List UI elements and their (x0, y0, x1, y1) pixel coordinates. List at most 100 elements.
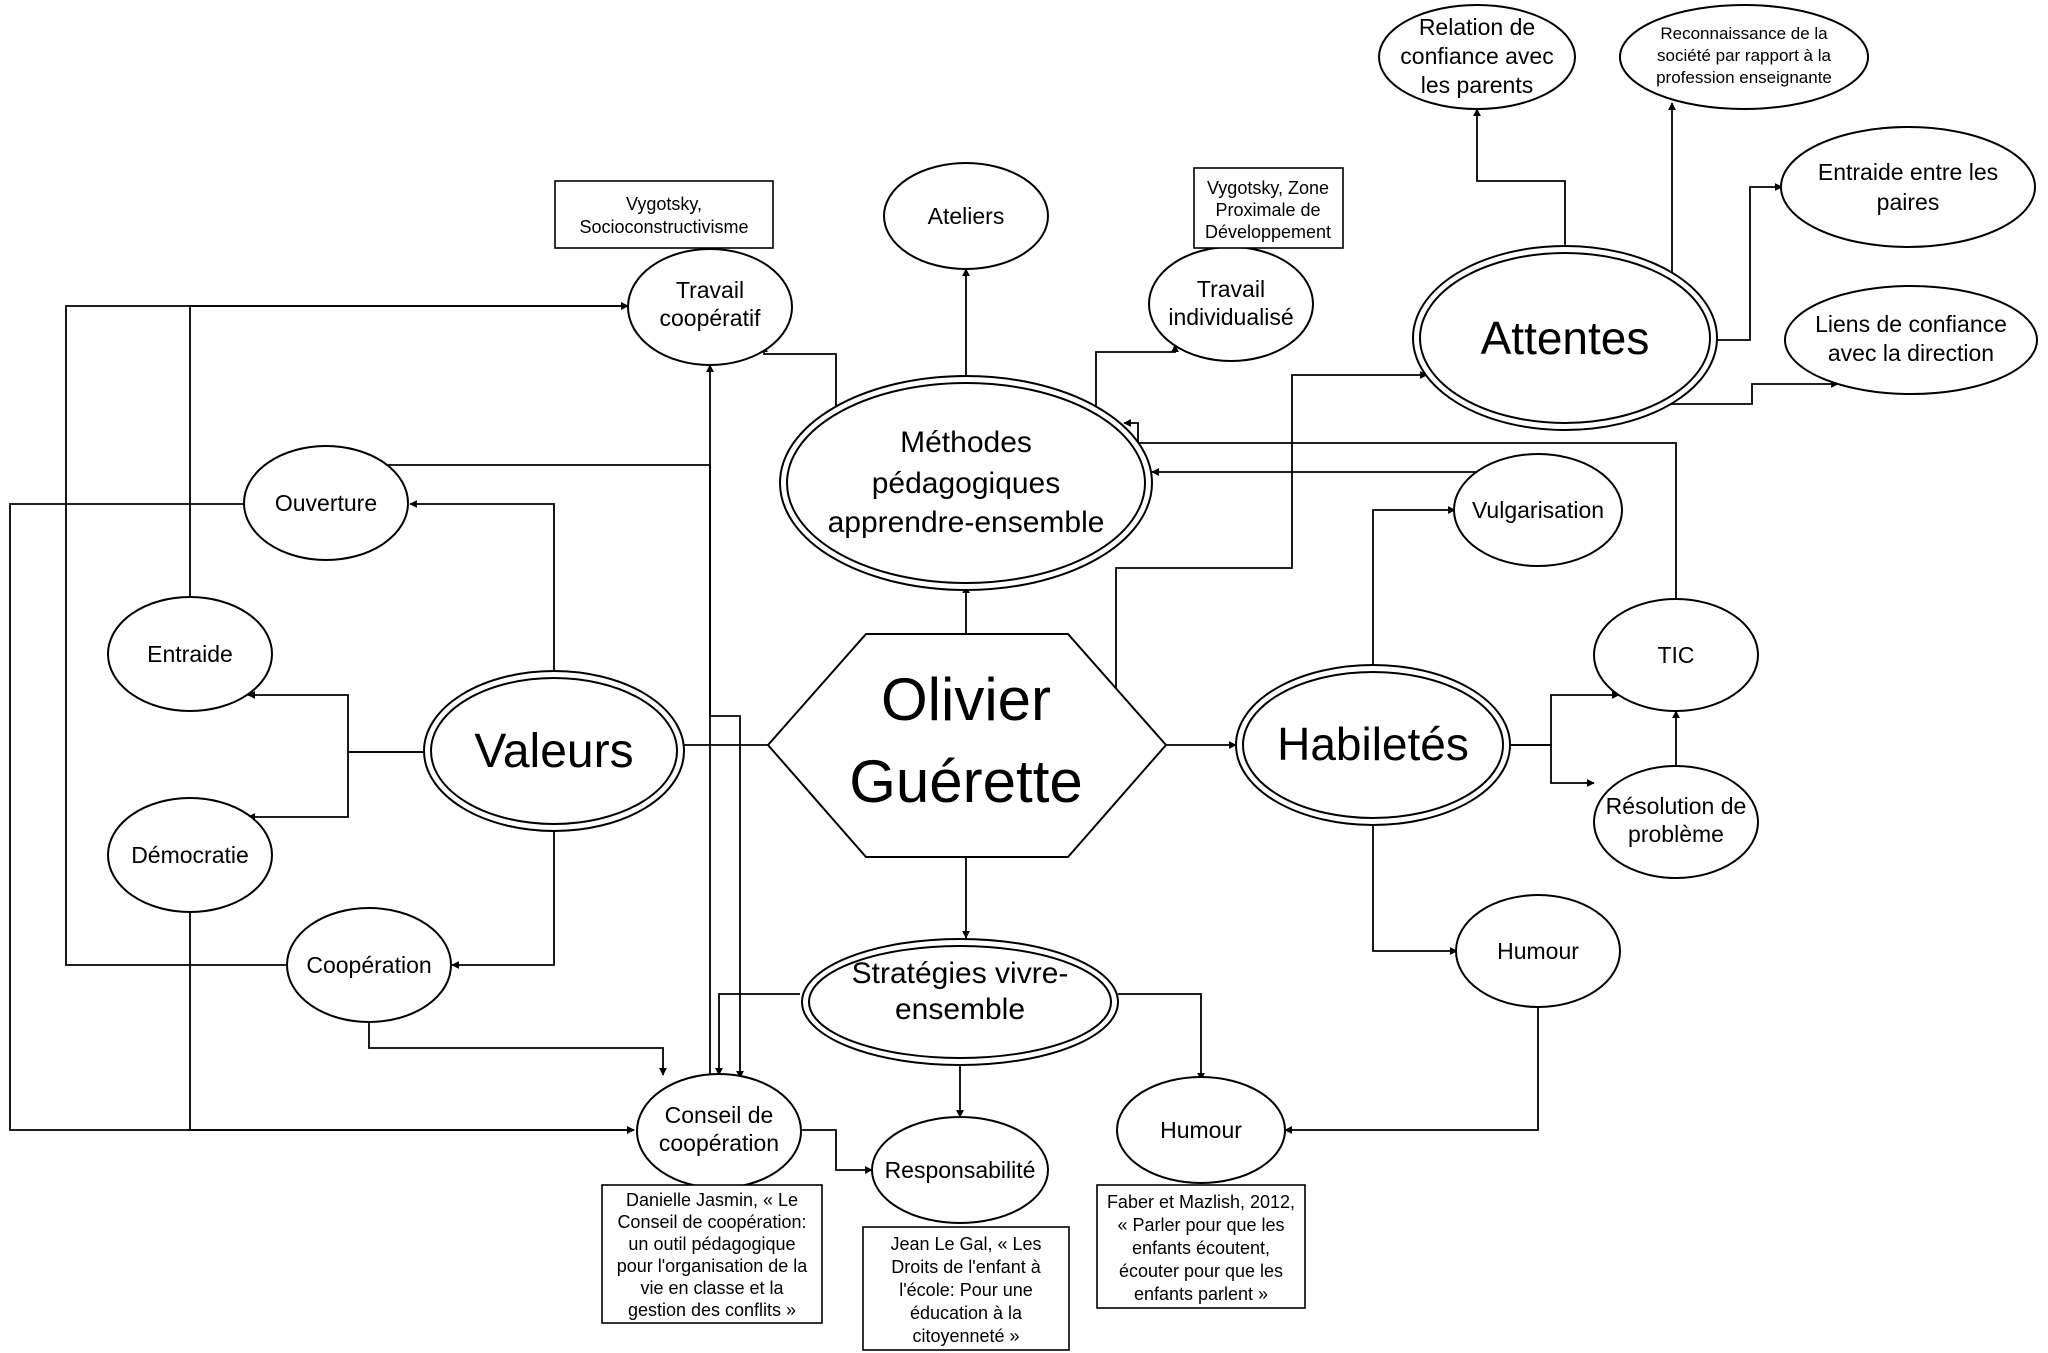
svg-text:Proximale de: Proximale de (1215, 200, 1320, 220)
conseil-label-2: coopération (659, 1130, 779, 1156)
node-tic[interactable]: TIC (1593, 598, 1759, 712)
methodes-label-2: pédagogiques (872, 467, 1061, 500)
node-ateliers[interactable]: Ateliers (883, 162, 1049, 270)
ref-jasmin: Danielle Jasmin, « Le Conseil de coopéra… (601, 1184, 823, 1324)
edge-conseil-responsabilite (798, 1129, 873, 1174)
conseil-label-1: Conseil de (665, 1102, 774, 1128)
edge-attentes-relation-parents (1473, 108, 1566, 250)
entraide-label: Entraide (147, 641, 233, 667)
svg-text:Faber et Mazlish, 2012,: Faber et Mazlish, 2012, (1107, 1192, 1295, 1212)
entraide-paires-label-2: paires (1877, 189, 1940, 215)
edge-strategies-humour (1118, 993, 1205, 1081)
edge-entraide-travail-cooperatif (189, 302, 629, 614)
svg-text:Danielle Jasmin, « Le: Danielle Jasmin, « Le (626, 1190, 798, 1210)
center-label-line1: Olivier (881, 666, 1051, 733)
node-methodes[interactable]: Méthodes pédagogiques apprendre-ensemble (779, 375, 1153, 591)
node-attentes[interactable]: Attentes (1412, 245, 1718, 431)
ref-vygotsky-socioconstructivisme: Vygotsky, Socioconstructivisme (554, 180, 774, 249)
svg-text:l'école: Pour une: l'école: Pour une (899, 1280, 1033, 1300)
node-conseil[interactable]: Conseil de coopération (636, 1073, 802, 1189)
methodes-label-1: Méthodes (900, 426, 1032, 459)
humour-habiletes-label: Humour (1497, 938, 1579, 964)
attentes-label: Attentes (1481, 312, 1650, 364)
node-entraide[interactable]: Entraide (107, 596, 273, 712)
travail-cooperatif-label-2: coopératif (659, 305, 761, 331)
svg-text:Jean Le Gal, « Les: Jean Le Gal, « Les (890, 1234, 1041, 1254)
node-valeurs[interactable]: Valeurs (423, 670, 685, 832)
svg-text:citoyenneté »: citoyenneté » (912, 1326, 1019, 1346)
node-entraide-paires[interactable]: Entraide entre les paires (1780, 126, 2036, 248)
node-cooperation[interactable]: Coopération (286, 907, 452, 1023)
liens-direction-label-2: avec la direction (1828, 340, 1994, 366)
node-habiletes[interactable]: Habiletés (1235, 664, 1511, 826)
svg-text:pour l'organisation de la: pour l'organisation de la (617, 1256, 809, 1276)
node-humour-strategies[interactable]: Humour (1116, 1076, 1286, 1184)
edge-conseil-travail-cooperatif (706, 364, 740, 1079)
edge-habiletes-humour (1372, 820, 1458, 955)
edge-humour-humour (1284, 1007, 1539, 1134)
edge-valeurs-democratie (247, 751, 424, 821)
node-travail-individualise[interactable]: Travail individualisé (1148, 246, 1314, 362)
node-relation-parents[interactable]: Relation de confiance avec les parents (1378, 4, 1576, 110)
node-ouverture[interactable]: Ouverture (243, 445, 409, 561)
vulgarisation-label: Vulgarisation (1472, 497, 1604, 523)
habiletes-label: Habiletés (1277, 718, 1469, 770)
edge-cooperation-travail-cooperatif (65, 302, 629, 966)
edge-methodes-travail-individualise (1095, 344, 1179, 406)
travail-individualise-label-2: individualisé (1168, 304, 1293, 330)
node-vulgarisation[interactable]: Vulgarisation (1453, 453, 1623, 567)
methodes-label-3: apprendre-ensemble (828, 506, 1105, 539)
reconnaissance-label-3: profession enseignante (1656, 68, 1832, 87)
edge-habiletes-resolution (1510, 744, 1595, 787)
ref-faber-mazlish: Faber et Mazlish, 2012, « Parler pour qu… (1096, 1184, 1306, 1309)
edge-center-attentes (1115, 371, 1428, 690)
resolution-label-1: Résolution de (1606, 793, 1747, 819)
node-liens-direction[interactable]: Liens de confiance avec la direction (1784, 285, 2038, 395)
edge-cooperation-conseil (368, 1017, 667, 1076)
svg-text:Vygotsky,: Vygotsky, (626, 194, 702, 214)
edge-valeurs-ouverture (409, 500, 555, 675)
svg-text:gestion des conflits »: gestion des conflits » (628, 1300, 796, 1320)
svg-text:écouter pour que les: écouter pour que les (1119, 1261, 1283, 1281)
svg-text:vie en classe et la: vie en classe et la (640, 1278, 784, 1298)
edge-valeurs-cooperation (451, 829, 555, 969)
svg-text:« Parler pour que les: « Parler pour que les (1117, 1215, 1284, 1235)
svg-text:Socioconstructivisme: Socioconstructivisme (579, 217, 748, 237)
edge-habiletes-tic (1510, 691, 1620, 746)
reconnaissance-label-1: Reconnaissance de la (1660, 24, 1828, 43)
humour-strategies-label: Humour (1160, 1117, 1242, 1143)
relation-parents-label-3: les parents (1421, 72, 1534, 98)
node-humour-habiletes[interactable]: Humour (1455, 894, 1621, 1008)
svg-text:Vygotsky, Zone: Vygotsky, Zone (1207, 178, 1329, 198)
svg-text:Conseil de coopération:: Conseil de coopération: (617, 1212, 806, 1232)
center-hexagon (766, 633, 1168, 858)
entraide-paires-label-1: Entraide entre les (1818, 159, 1998, 185)
svg-text:éducation à la: éducation à la (910, 1303, 1023, 1323)
travail-cooperatif-label-1: Travail (676, 277, 744, 303)
tic-label: TIC (1657, 642, 1694, 668)
edge-habiletes-vulgarisation (1372, 506, 1456, 670)
responsabilite-label: Responsabilité (885, 1157, 1036, 1183)
liens-direction-label-1: Liens de confiance (1815, 311, 2007, 337)
node-reconnaissance[interactable]: Reconnaissance de la société par rapport… (1619, 4, 1869, 110)
center-node[interactable]: Olivier Guérette (766, 633, 1168, 858)
node-travail-cooperatif[interactable]: Travail coopératif (627, 248, 793, 366)
relation-parents-label-2: confiance avec (1400, 43, 1553, 69)
svg-text:Droits de l'enfant à: Droits de l'enfant à (891, 1257, 1042, 1277)
resolution-label-2: problème (1628, 821, 1724, 847)
valeurs-label: Valeurs (474, 725, 633, 778)
node-strategies[interactable]: Stratégies vivre- ensemble (801, 938, 1119, 1066)
ateliers-label: Ateliers (928, 203, 1005, 229)
edge-strategies-conseil (715, 993, 800, 1076)
edge-methodes-travail-cooperatif (760, 344, 837, 406)
edge-attentes-entraide-paires (1714, 183, 1783, 341)
svg-text:enfants écoutent,: enfants écoutent, (1132, 1238, 1270, 1258)
node-resolution[interactable]: Résolution de problème (1593, 765, 1759, 879)
relation-parents-label-1: Relation de (1419, 14, 1535, 40)
strategies-label-2: ensemble (895, 993, 1025, 1026)
node-responsabilite[interactable]: Responsabilité (871, 1116, 1049, 1224)
travail-individualise-label-1: Travail (1197, 276, 1265, 302)
democratie-label: Démocratie (131, 842, 249, 868)
node-democratie[interactable]: Démocratie (107, 797, 273, 913)
svg-text:un outil pédagogique: un outil pédagogique (628, 1234, 795, 1254)
